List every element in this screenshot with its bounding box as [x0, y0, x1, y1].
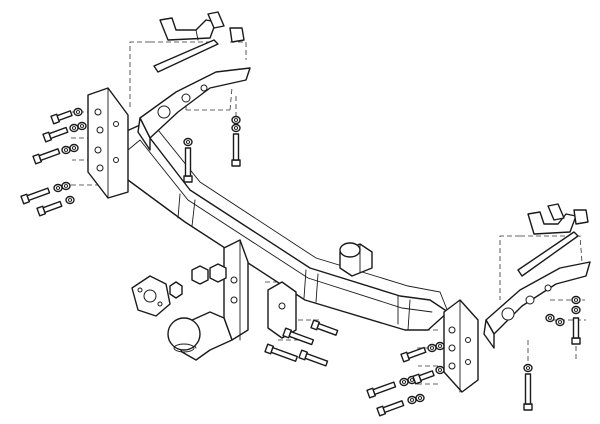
bolt [571, 317, 581, 345]
right-top-bracket [517, 203, 589, 277]
washer [545, 313, 555, 323]
left-top-bracket [153, 11, 245, 73]
bolt [42, 126, 69, 143]
bolt [282, 327, 315, 346]
washer [555, 317, 565, 327]
washer [231, 123, 241, 133]
bolt [366, 381, 397, 399]
center-bumper-stop [339, 242, 373, 277]
bolt [20, 187, 51, 205]
bolt [50, 110, 73, 125]
washer [399, 377, 409, 387]
washer [571, 295, 581, 305]
electrical-socket-plate [131, 275, 171, 317]
bolt [36, 200, 63, 217]
bolt [310, 319, 339, 336]
bolt [231, 133, 241, 167]
bolt [183, 147, 193, 183]
washer [69, 123, 79, 133]
washer [435, 341, 445, 351]
hardware-nuts [169, 263, 227, 299]
washer [231, 115, 241, 125]
tow-ball-plate [223, 239, 297, 341]
left-mounting-plate [87, 87, 129, 199]
washer [73, 107, 83, 117]
washer [435, 365, 445, 375]
washer [523, 363, 533, 373]
washer [77, 121, 87, 131]
bolt [264, 343, 298, 362]
right-clamp-bracket [483, 261, 591, 349]
washer [61, 145, 71, 155]
washer [53, 183, 63, 193]
washer [427, 343, 437, 353]
bolt [32, 148, 61, 165]
bolt-set [20, 107, 581, 417]
bolt [400, 346, 427, 363]
right-mounting-plate [443, 299, 479, 393]
tow-ball [167, 317, 201, 353]
washer [571, 305, 581, 315]
bolt [298, 349, 329, 367]
washer [407, 395, 417, 405]
washer [61, 181, 71, 191]
bolt [412, 370, 435, 385]
left-clamp-bracket [137, 67, 251, 151]
washer [183, 137, 193, 147]
washer [65, 195, 75, 205]
bolt [376, 400, 405, 417]
washer [69, 143, 79, 153]
bolt [523, 373, 533, 411]
washer [415, 393, 425, 403]
